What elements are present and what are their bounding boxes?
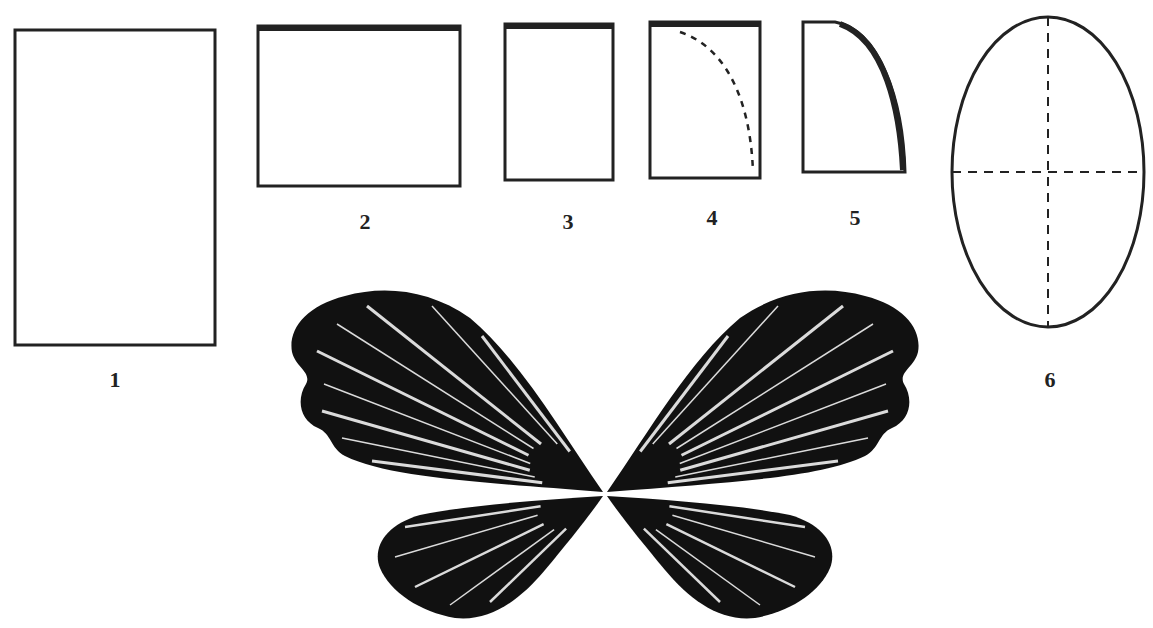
- butterfly-wing-pair: [291, 291, 603, 619]
- folded-half: [258, 26, 460, 186]
- step-number: 1: [110, 369, 121, 391]
- step-number: 4: [707, 207, 718, 229]
- step-number: 6: [1045, 369, 1056, 391]
- cut-line: [680, 32, 753, 172]
- paper-sheet: [15, 30, 215, 345]
- folded-quarter-marked: [650, 22, 760, 178]
- step-number: 5: [850, 207, 861, 229]
- lower-wing: [378, 496, 603, 618]
- unfolded-oval: [952, 17, 1144, 327]
- butterfly-wing-pair: [607, 291, 919, 619]
- step-number: 2: [360, 211, 371, 233]
- folded-quarter: [505, 24, 613, 180]
- lower-wing: [607, 496, 832, 618]
- upper-wing: [291, 291, 603, 492]
- cut-shape: [803, 22, 905, 172]
- upper-wing: [607, 291, 919, 492]
- step-number: 3: [563, 211, 574, 233]
- butterfly: [291, 291, 918, 619]
